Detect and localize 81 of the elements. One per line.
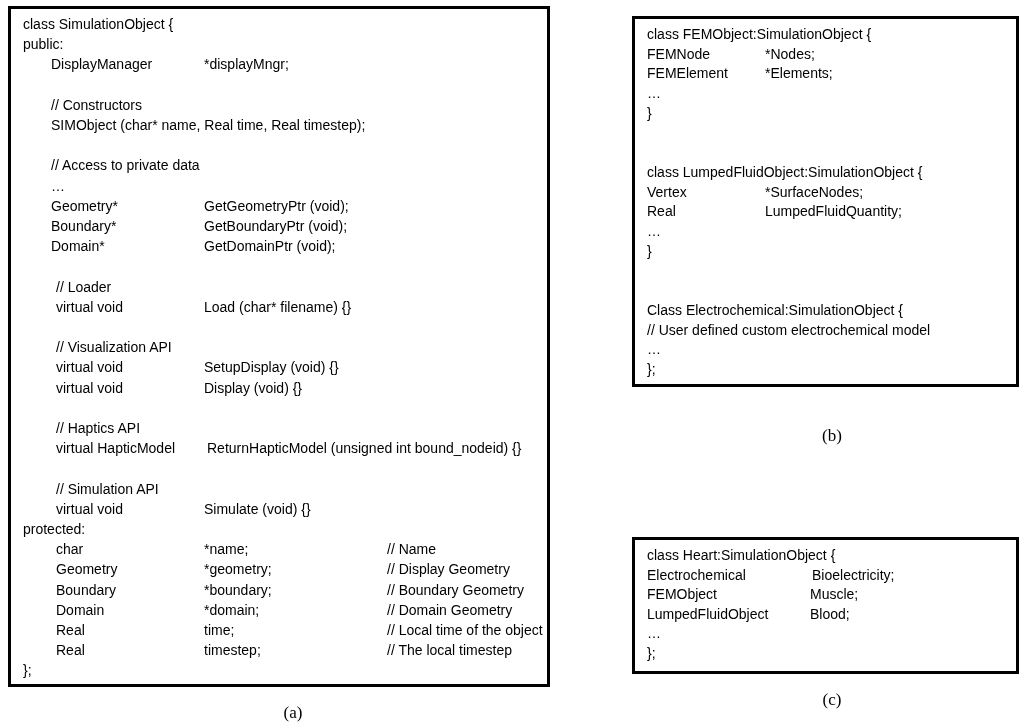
code-text: }; (23, 662, 32, 679)
code-text: GetDomainPtr (void); (204, 238, 336, 255)
code-text: Domain (56, 601, 105, 618)
code-text: timestep; (204, 642, 261, 659)
code-text: virtual void (56, 500, 123, 517)
code-text: GetBoundaryPtr (void); (204, 218, 348, 234)
code-text: // User defined custom electrochemical model (647, 321, 931, 338)
code-text: // Loader (56, 278, 112, 295)
code-box (632, 537, 1019, 674)
code-text: // Constructors (51, 96, 143, 113)
code-text: class SimulationObject { (23, 16, 174, 32)
code-text: Blood; (810, 605, 850, 622)
code-text: // Simulation API (56, 480, 159, 497)
code-text: … (647, 341, 661, 358)
code-text: Geometry (56, 561, 118, 578)
code-text: Electrochemical (647, 566, 746, 583)
code-box (632, 16, 1019, 387)
code-text: FEMElement (647, 65, 728, 82)
code-text: // Local time of the object (387, 622, 543, 638)
code-text: Geometry* (51, 197, 118, 214)
code-text: // Boundary Geometry (387, 581, 524, 598)
code-text: // Name (387, 541, 436, 558)
code-text: protected: (23, 521, 86, 537)
code-text: LumpedFluidObject (647, 605, 769, 622)
code-text: Boundary (56, 581, 116, 598)
code-text: *geometry; (204, 561, 272, 578)
code-text: class Heart:SimulationObject { (647, 547, 836, 563)
code-text: Domain* (51, 238, 105, 255)
code-text: // Display Geometry (387, 561, 510, 578)
code-text: … (647, 223, 661, 239)
code-text: ReturnHapticModel (unsigned int bound_nodeid) {} (207, 440, 522, 457)
code-text: virtual void (56, 359, 123, 376)
code-text: virtual HapticModel (56, 440, 176, 457)
code-text: DisplayManager (51, 56, 153, 73)
code-text: Vertex (647, 183, 687, 200)
code-text: FEMNode (647, 45, 711, 62)
code-text: Real (56, 622, 85, 638)
code-box (8, 6, 550, 687)
code-text: *Nodes; (765, 45, 815, 62)
code-text: *domain; (204, 601, 260, 618)
code-text: }; (647, 645, 656, 661)
code-text: Boundary* (51, 218, 117, 234)
code-text: *Elements; (765, 65, 833, 82)
code-text: time; (204, 622, 235, 638)
code-text: GetGeometryPtr (void); (204, 197, 349, 214)
code-text: char (56, 541, 84, 558)
code-text: // The local timestep (387, 642, 513, 659)
code-text: Simulate (void) {} (204, 500, 311, 517)
code-text: // Domain Geometry (387, 601, 513, 618)
figure-caption: (a) (283, 703, 303, 722)
code-text: Display (void) {} (204, 379, 303, 396)
code-text: // Haptics API (56, 420, 141, 436)
code-text: public: (23, 36, 64, 53)
code-text: virtual void (56, 298, 123, 315)
code-text: Muscle; (810, 586, 859, 603)
code-text: Class Electrochemical:SimulationObject { (647, 301, 903, 318)
code-text: SetupDisplay (void) {} (204, 359, 339, 376)
code-text: *SurfaceNodes; (765, 183, 864, 200)
code-text: … (51, 177, 65, 194)
code-text: } (647, 242, 652, 259)
code-text: } (647, 104, 652, 121)
code-text: *boundary; (204, 581, 272, 598)
code-text: … (647, 625, 661, 642)
code-text: class LumpedFluidObject:SimulationObject { (647, 163, 923, 180)
code-text: class FEMObject:SimulationObject { (647, 26, 872, 42)
figure-caption: (b) (822, 426, 842, 445)
code-text: Load (char* filename) {} (204, 298, 352, 315)
code-text: FEMObject (647, 586, 717, 603)
figure-caption: (c) (822, 690, 842, 709)
code-text: }; (647, 360, 656, 377)
code-text: … (647, 85, 661, 102)
code-text: *displayMngr; (204, 56, 289, 73)
code-text: *name; (204, 541, 249, 558)
code-text: // Access to private data (51, 157, 200, 174)
code-text: virtual void (56, 379, 123, 396)
code-text: Real (56, 642, 85, 659)
code-text: Bioelectricity; (812, 566, 895, 583)
code-text: SIMObject (char* name, Real time, Real timestep); (51, 117, 366, 133)
code-text: Real (647, 203, 676, 220)
code-text: // Visualization API (56, 339, 172, 356)
code-text: LumpedFluidQuantity; (765, 203, 902, 220)
